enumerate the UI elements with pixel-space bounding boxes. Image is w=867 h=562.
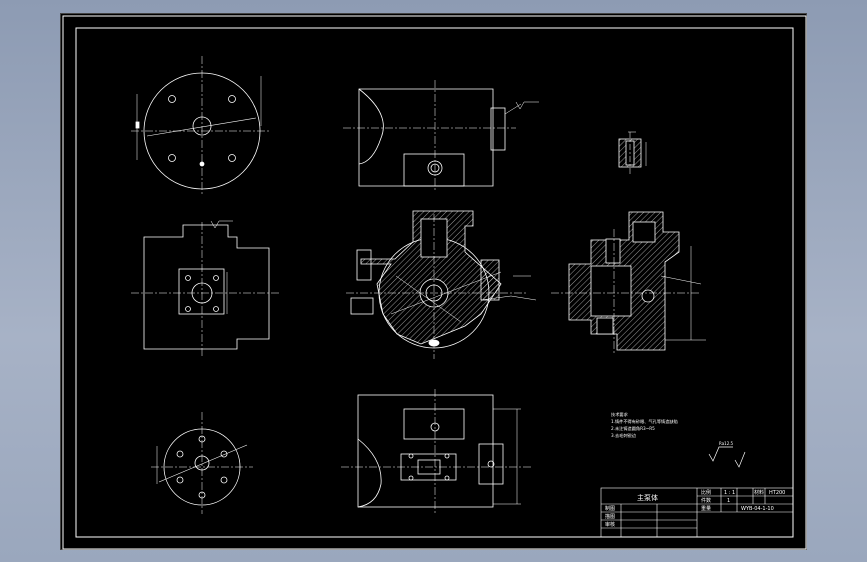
outer-frame (62, 15, 807, 550)
title-block (600, 487, 794, 538)
cad-drawing: 技术要求 1.铸件不得有砂眼、气孔等铸造缺陷 2.未注铸造圆角R3~R5 3.去… (62, 15, 807, 550)
inner-frame (75, 27, 794, 538)
scale-value: 1 : 1 (724, 490, 735, 496)
top-left-circle-flange (131, 56, 271, 196)
material-label: 材料 (754, 489, 764, 496)
material-value: HT200 (769, 490, 785, 496)
weight-label: 重量 (701, 505, 711, 512)
sheet-label: 件数 (701, 497, 711, 504)
part-name: 主泵体 (637, 493, 658, 502)
top-middle-side-view (343, 80, 539, 192)
tech-note-2: 2.未注铸造圆角R3~R5 (611, 425, 655, 432)
row-label-reviewer: 审核 (605, 521, 615, 528)
row-label-tracer: 描图 (605, 513, 615, 520)
row-label-drafter: 制图 (605, 505, 615, 512)
middle-right-section (551, 211, 706, 354)
tech-note-3: 3.去毛刺锐边 (611, 432, 637, 439)
middle-left-square-flange (131, 220, 281, 356)
roughness-label: Ra12.5 (719, 441, 734, 446)
sheet-value: 1 (727, 498, 730, 504)
tech-note-1: 1.铸件不得有砂眼、气孔等铸造缺陷 (611, 418, 678, 425)
middle-center-section (346, 210, 537, 359)
drawing-number: WYB-04-1-10 (741, 506, 774, 512)
bottom-left-circle-flange (151, 412, 253, 514)
drawing-viewport[interactable]: 技术要求 1.铸件不得有砂眼、气孔等铸造缺陷 2.未注铸造圆角R3~R5 3.去… (60, 13, 807, 550)
bottom-middle-bottom-view (341, 389, 531, 514)
tech-notes: 技术要求 1.铸件不得有砂眼、气孔等铸造缺陷 2.未注铸造圆角R3~R5 3.去… (611, 411, 678, 439)
scale-label: 比例 (701, 489, 711, 496)
tech-note-title: 技术要求 (611, 411, 629, 418)
top-right-detail (618, 131, 647, 174)
roughness-symbol: Ra12.5 (708, 441, 746, 468)
